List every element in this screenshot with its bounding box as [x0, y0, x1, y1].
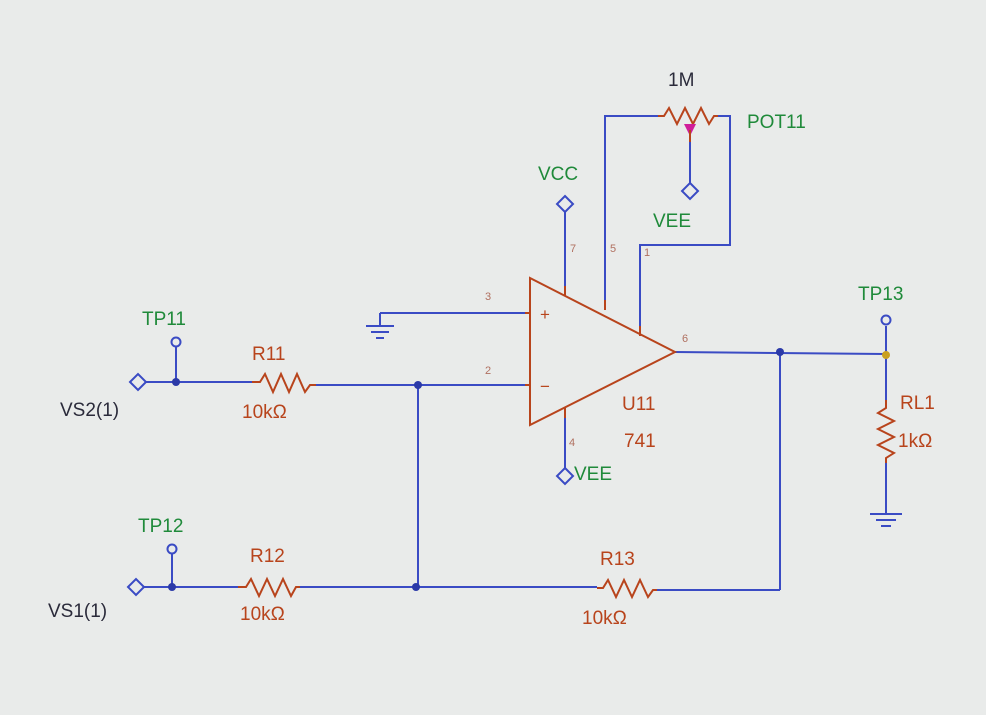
label-r12-name: R12 [250, 546, 285, 567]
junction-output [776, 348, 784, 356]
label-vee-bottom: VEE [574, 464, 612, 485]
label-u11-model: 741 [624, 431, 656, 452]
resistor-r13 [597, 577, 657, 600]
test-points [166, 314, 892, 555]
label-r11-name: R11 [252, 344, 285, 365]
label-rl1-value: 1kΩ [898, 431, 932, 452]
label-tp12: TP12 [138, 516, 183, 537]
pin-number-7: 7 [570, 243, 576, 255]
junction-node-bottom [412, 583, 420, 591]
tp13-probe [880, 314, 892, 326]
wire-pot-pin1 [639, 115, 731, 330]
junction-tp13 [882, 351, 890, 359]
pin-number-5: 5 [610, 243, 616, 255]
opamp-minus-sign: − [540, 377, 550, 396]
label-r11-value: 10kΩ [242, 402, 287, 423]
junction-node-top [414, 381, 422, 389]
port-vs1 [126, 577, 146, 597]
resistor-r11 [252, 371, 316, 395]
label-pot-value: 1M [668, 70, 694, 91]
port-vcc [555, 194, 575, 214]
tp12-probe [166, 543, 178, 555]
label-r12-value: 10kΩ [240, 604, 285, 625]
pin-number-2: 2 [485, 365, 491, 377]
label-r13-value: 10kΩ [582, 608, 627, 629]
pin-number-6: 6 [682, 333, 688, 345]
pin-number-1: 1 [644, 247, 650, 259]
port-vs2 [128, 372, 148, 392]
label-rl1-name: RL1 [900, 393, 935, 414]
port-vee-bottom [555, 466, 575, 486]
label-vcc: VCC [538, 164, 578, 185]
label-tp11: TP11 [142, 309, 186, 330]
label-tp13: TP13 [858, 284, 903, 305]
label-r13-name: R13 [600, 549, 635, 570]
wire-pin5-pot [604, 115, 658, 306]
label-vs2: VS2(1) [60, 400, 119, 421]
resistor-rl1 [875, 400, 897, 463]
label-vs1: VS1(1) [48, 601, 107, 622]
tp11-probe [170, 336, 182, 348]
label-pot-name: POT11 [747, 112, 806, 133]
opamp-body [529, 276, 678, 427]
opamp-u11 [525, 276, 678, 427]
potentiometer-pot11 [658, 105, 718, 127]
opamp-plus-sign: + [540, 305, 550, 324]
label-vee-pot: VEE [653, 211, 691, 232]
ground-rl1 [870, 513, 902, 527]
junctions [168, 348, 890, 591]
resistor-r12 [238, 576, 300, 599]
junction-tp11 [172, 378, 180, 386]
label-u11-name: U11 [622, 394, 655, 415]
ground-noninv [366, 325, 394, 339]
port-vee-pot [680, 181, 700, 201]
junction-tp12 [168, 583, 176, 591]
pin-number-4: 4 [569, 437, 575, 449]
ports [126, 181, 700, 597]
pin-number-3: 3 [485, 291, 491, 303]
